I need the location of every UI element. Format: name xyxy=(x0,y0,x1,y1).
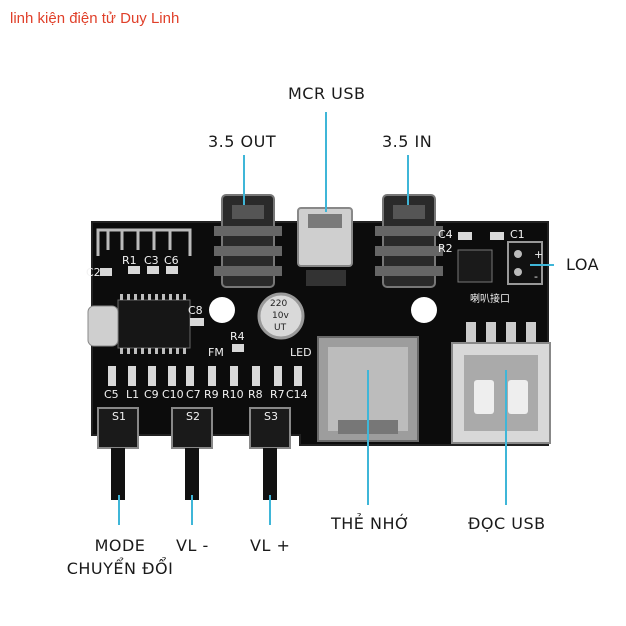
label-mode: MODE CHUYỂN ĐỔI xyxy=(52,536,188,578)
silk-c2: C2 xyxy=(86,266,101,279)
mounting-hole xyxy=(209,297,235,323)
label-3-5-out: 3.5 OUT xyxy=(208,132,277,151)
silk-c10: C10 xyxy=(162,388,184,401)
silk-c5: C5 xyxy=(104,388,119,401)
label-mode-line1: MODE xyxy=(94,536,146,555)
silk-minus: - xyxy=(534,270,538,283)
callout-line-mcr-usb xyxy=(325,112,327,212)
silk-s1: S1 xyxy=(112,410,126,423)
label-mcr-usb: MCR USB xyxy=(288,84,366,103)
silk-c6: C6 xyxy=(164,254,179,267)
silk-r4: R4 xyxy=(230,330,245,343)
silk-c8: C8 xyxy=(188,304,203,317)
tact-switch-s1 xyxy=(97,407,139,500)
callout-line-3-5-out xyxy=(243,155,245,205)
silk-r10: R10 xyxy=(222,388,244,401)
silk-l1: L1 xyxy=(126,388,139,401)
usb-a-port xyxy=(451,322,551,444)
cap-text-2: 10v xyxy=(272,311,289,321)
jack-in xyxy=(375,194,443,288)
capacitor xyxy=(257,292,305,340)
callout-line-doc-usb xyxy=(505,370,507,505)
callout-line-mode xyxy=(118,495,120,525)
silk-r2: R2 xyxy=(438,242,453,255)
label-vl-minus: VL - xyxy=(176,536,209,555)
silk-r7: R7 xyxy=(270,388,285,401)
silk-plus: + xyxy=(534,248,543,261)
micro-usb-port xyxy=(297,207,353,286)
silk-c3: C3 xyxy=(144,254,159,267)
crystal xyxy=(87,305,119,347)
callout-line-vl-minus xyxy=(191,495,193,525)
amp-chip xyxy=(457,249,493,283)
label-doc-usb: ĐỌC USB xyxy=(468,514,546,533)
antenna-trace xyxy=(96,228,192,256)
callout-line-the-nho xyxy=(367,370,369,505)
tact-switch-s2 xyxy=(171,407,213,500)
callout-line-3-5-in xyxy=(407,155,409,205)
main-chip xyxy=(117,299,191,349)
silk-s3: S3 xyxy=(264,410,278,423)
cap-text-1: 220 xyxy=(270,299,287,309)
jack-out xyxy=(214,194,282,288)
silk-c9: C9 xyxy=(144,388,159,401)
watermark-text: linh kiện điện tử Duy Linh xyxy=(10,10,180,27)
label-mode-line2: CHUYỂN ĐỔI xyxy=(66,559,174,578)
tact-switch-s3 xyxy=(249,407,291,500)
silk-s2: S2 xyxy=(186,410,200,423)
callout-line-vl-plus xyxy=(269,495,271,525)
smd-parts xyxy=(100,232,504,386)
silk-r8: R8 xyxy=(248,388,263,401)
label-3-5-in: 3.5 IN xyxy=(382,132,433,151)
label-loa: LOA xyxy=(566,255,600,274)
label-vl-plus: VL + xyxy=(250,536,291,555)
mounting-hole xyxy=(411,297,437,323)
silk-c1: C1 xyxy=(510,228,525,241)
speaker-terminal xyxy=(507,241,543,285)
label-the-nho: THẺ NHỚ xyxy=(331,514,411,533)
callout-line-loa xyxy=(530,264,554,266)
cap-text-3: UT xyxy=(274,323,287,333)
silk-r1: R1 xyxy=(122,254,137,267)
silk-r9: R9 xyxy=(204,388,219,401)
silk-led: LED xyxy=(290,346,312,359)
silk-fm: FM xyxy=(208,346,224,359)
silk-c7: C7 xyxy=(186,388,201,401)
silk-c14: C14 xyxy=(286,388,308,401)
silk-speaker-cn: 喇叭接口 xyxy=(470,292,510,305)
silk-c4: C4 xyxy=(438,228,453,241)
